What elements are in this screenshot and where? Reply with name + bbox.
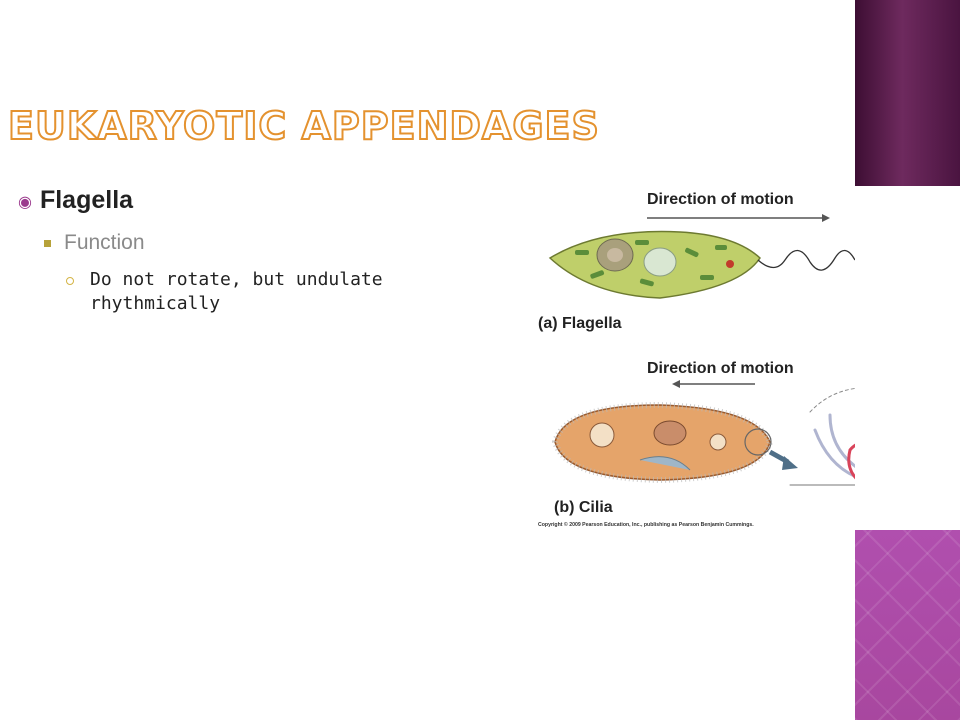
decorative-band-top: [855, 0, 960, 186]
caption-b: (b) Cilia: [554, 499, 613, 516]
paramecium-illustration: [551, 401, 798, 484]
decorative-band-middle: [855, 186, 960, 530]
copyright-text: Copyright © 2009 Pearson Education, Inc.…: [538, 521, 754, 528]
bullet-level2-text: Function: [64, 231, 145, 254]
cilia-beat-illustration: [789, 388, 855, 486]
euglena-illustration: [548, 230, 855, 299]
bullet-level1: ◉ Flagella: [18, 186, 133, 215]
ring-bullet-icon: [66, 277, 74, 285]
arrow-head-icon: [822, 214, 830, 222]
slide-title: EUKARYOTIC APPENDAGES: [7, 103, 600, 149]
arrow-head-left-icon: [672, 380, 680, 388]
direction-label-bottom: Direction of motion: [647, 360, 794, 377]
square-bullet-icon: [44, 240, 51, 247]
flagella-cilia-figure: Direction of motion (a) Flagella Directi…: [538, 191, 855, 528]
circle-dot-bullet-icon: ◉: [18, 192, 32, 211]
bullet-level3-text: Do not rotate, but undulate rhythmically: [90, 269, 383, 314]
decorative-band-bottom: [855, 530, 960, 720]
direction-label-top: Direction of motion: [647, 191, 794, 208]
bullet-level3: Do not rotate, but undulate rhythmically: [66, 268, 426, 316]
caption-a: (a) Flagella: [538, 315, 622, 332]
bullet-level2: Function: [44, 231, 145, 255]
bullet-level1-text: Flagella: [39, 186, 134, 214]
